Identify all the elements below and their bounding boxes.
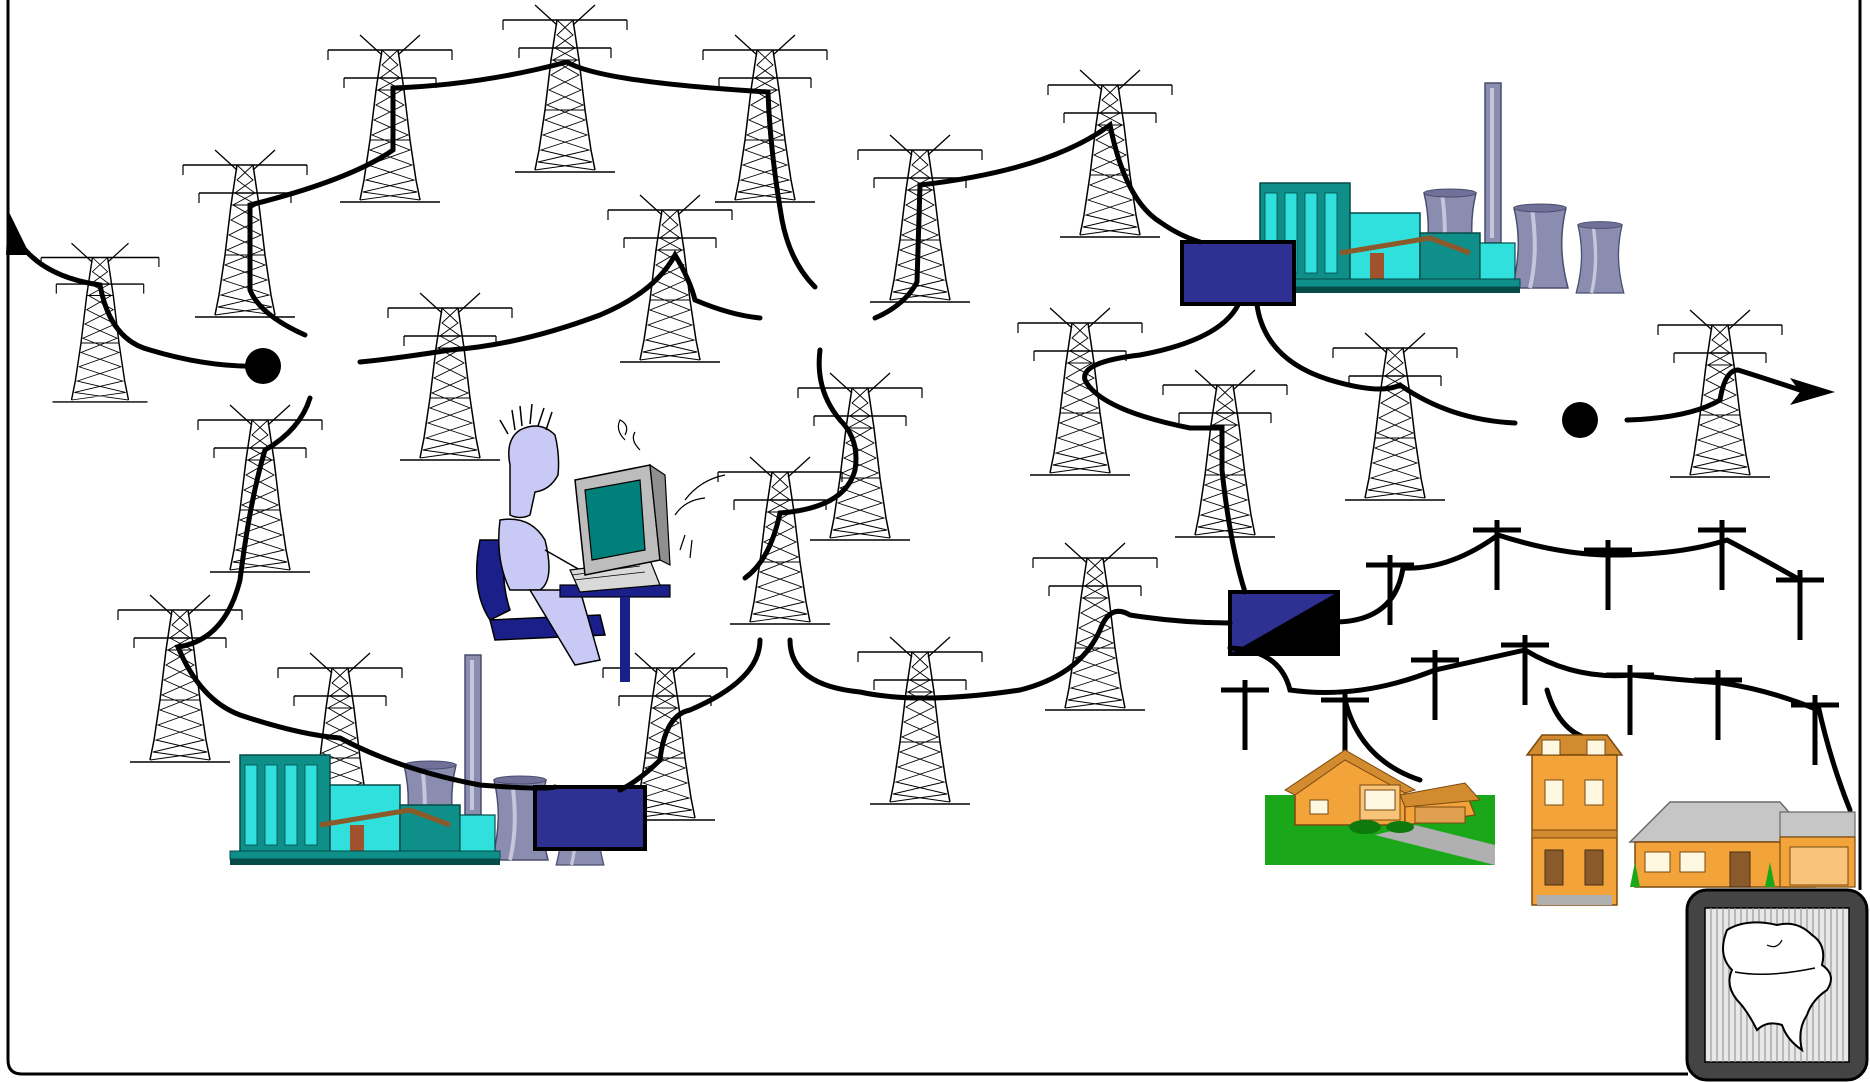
transmission-tower-icon	[702, 34, 828, 203]
transmission-tower-icon	[1047, 69, 1173, 238]
substation-icon	[533, 785, 647, 851]
power-plant-icon	[1250, 83, 1624, 293]
house-icon	[1526, 734, 1623, 906]
utility-pole-icon	[1776, 570, 1824, 640]
junction-dot-icon	[1562, 402, 1598, 438]
north-america-map-icon	[1685, 888, 1869, 1082]
utility-pole-icon	[1411, 650, 1459, 720]
substation-icon	[1180, 240, 1296, 306]
utility-pole-icon	[1698, 520, 1746, 590]
transmission-tower-icon	[1017, 307, 1143, 476]
transmission-tower-icon	[40, 242, 160, 403]
utility-pole-icon	[1221, 680, 1269, 750]
utility-pole-icon	[1606, 665, 1654, 735]
transmission-tower-icon	[857, 636, 983, 805]
arrow-icon	[6, 210, 30, 255]
transmission-lines	[7, 59, 1803, 793]
transmission-tower-icon	[387, 292, 513, 461]
utility-pole-icon	[1501, 635, 1549, 705]
utility-pole-icon	[1473, 520, 1521, 590]
transmission-tower-icon	[197, 404, 323, 573]
utility-pole-icon	[1694, 670, 1742, 740]
transmission-tower-icon	[1332, 332, 1458, 501]
transmission-tower-icon	[607, 194, 733, 363]
house-icon	[1264, 749, 1496, 866]
transmission-tower-icon	[1032, 542, 1158, 711]
diagram-frame	[6, 0, 1688, 1076]
arrow-icon	[1790, 378, 1835, 405]
junction-dot-icon	[245, 348, 281, 384]
transmission-tower-icon	[182, 149, 308, 318]
transmission-tower-icon	[797, 372, 923, 541]
house-icon	[1629, 801, 1856, 888]
transmission-tower-icon	[502, 4, 628, 173]
substation-icon	[1228, 590, 1340, 656]
utility-pole-icon	[1584, 540, 1632, 610]
person-at-computer-icon	[475, 403, 726, 682]
